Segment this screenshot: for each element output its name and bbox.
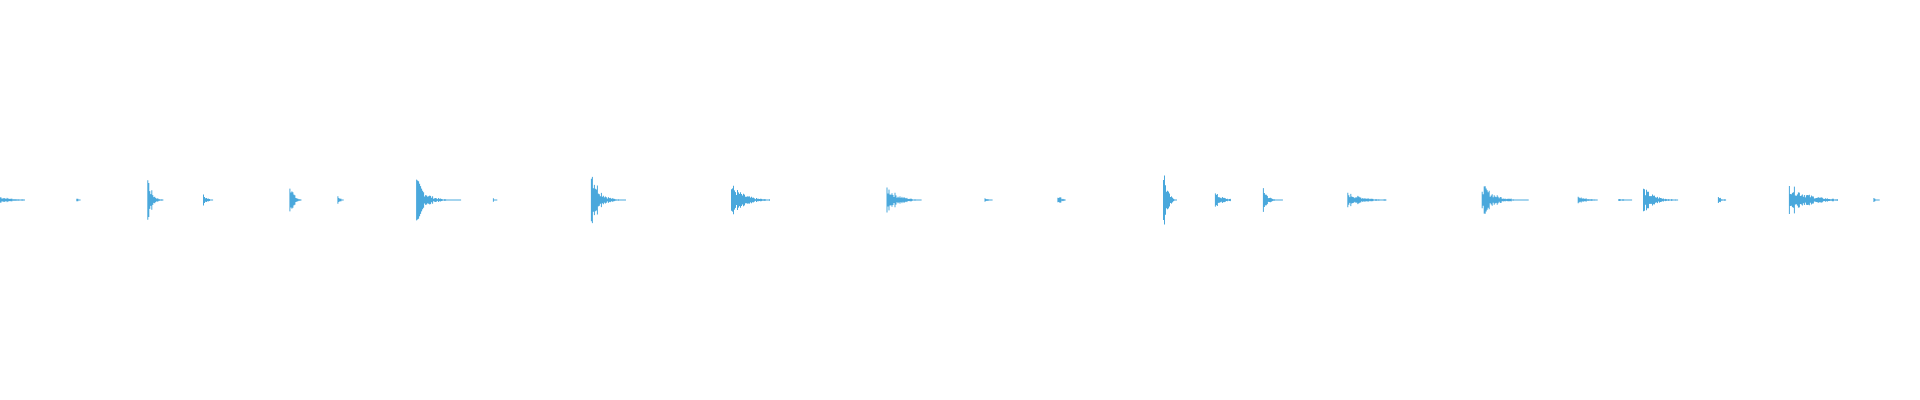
waveform-bursts	[0, 175, 1880, 225]
